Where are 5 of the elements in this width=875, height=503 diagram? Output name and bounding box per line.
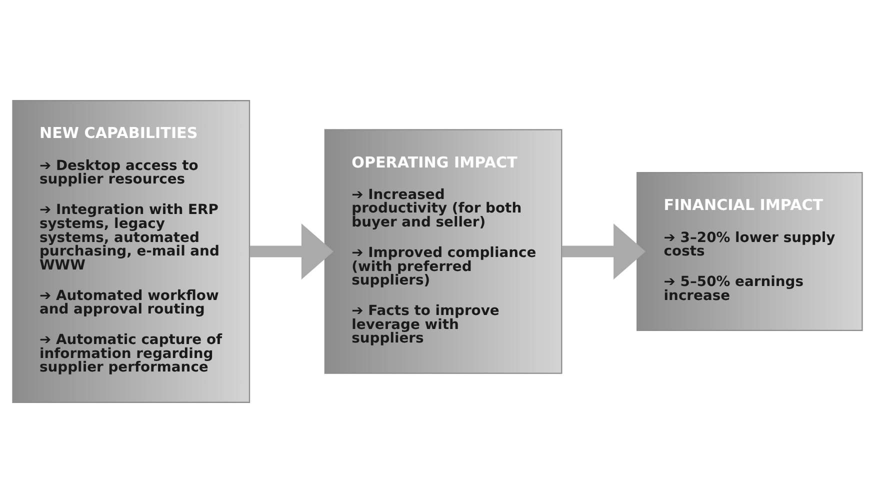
arrow <box>250 223 334 280</box>
arrow <box>562 223 646 280</box>
node-box: OPERATING IMPACT ➔ Increased productivity (for both buyer and seller) ➔ Improved compliance (with preferred suppliers) ➔ Facts to improve leverage with suppliers <box>324 129 562 374</box>
node-box: NEW CAPABILITIES ➔ Desktop access to supplier resources ➔ Integration with ERP systems, legacy systems, automated purchasing, e-mail and WWW ➔ Automated workflow and approval routing ➔ Automatic capture of information regarding supplier performance <box>12 100 250 403</box>
node-box: FINANCIAL IMPACT ➔ 3–20% lower supply costs ➔ 5–50% earnings increase <box>636 172 863 331</box>
